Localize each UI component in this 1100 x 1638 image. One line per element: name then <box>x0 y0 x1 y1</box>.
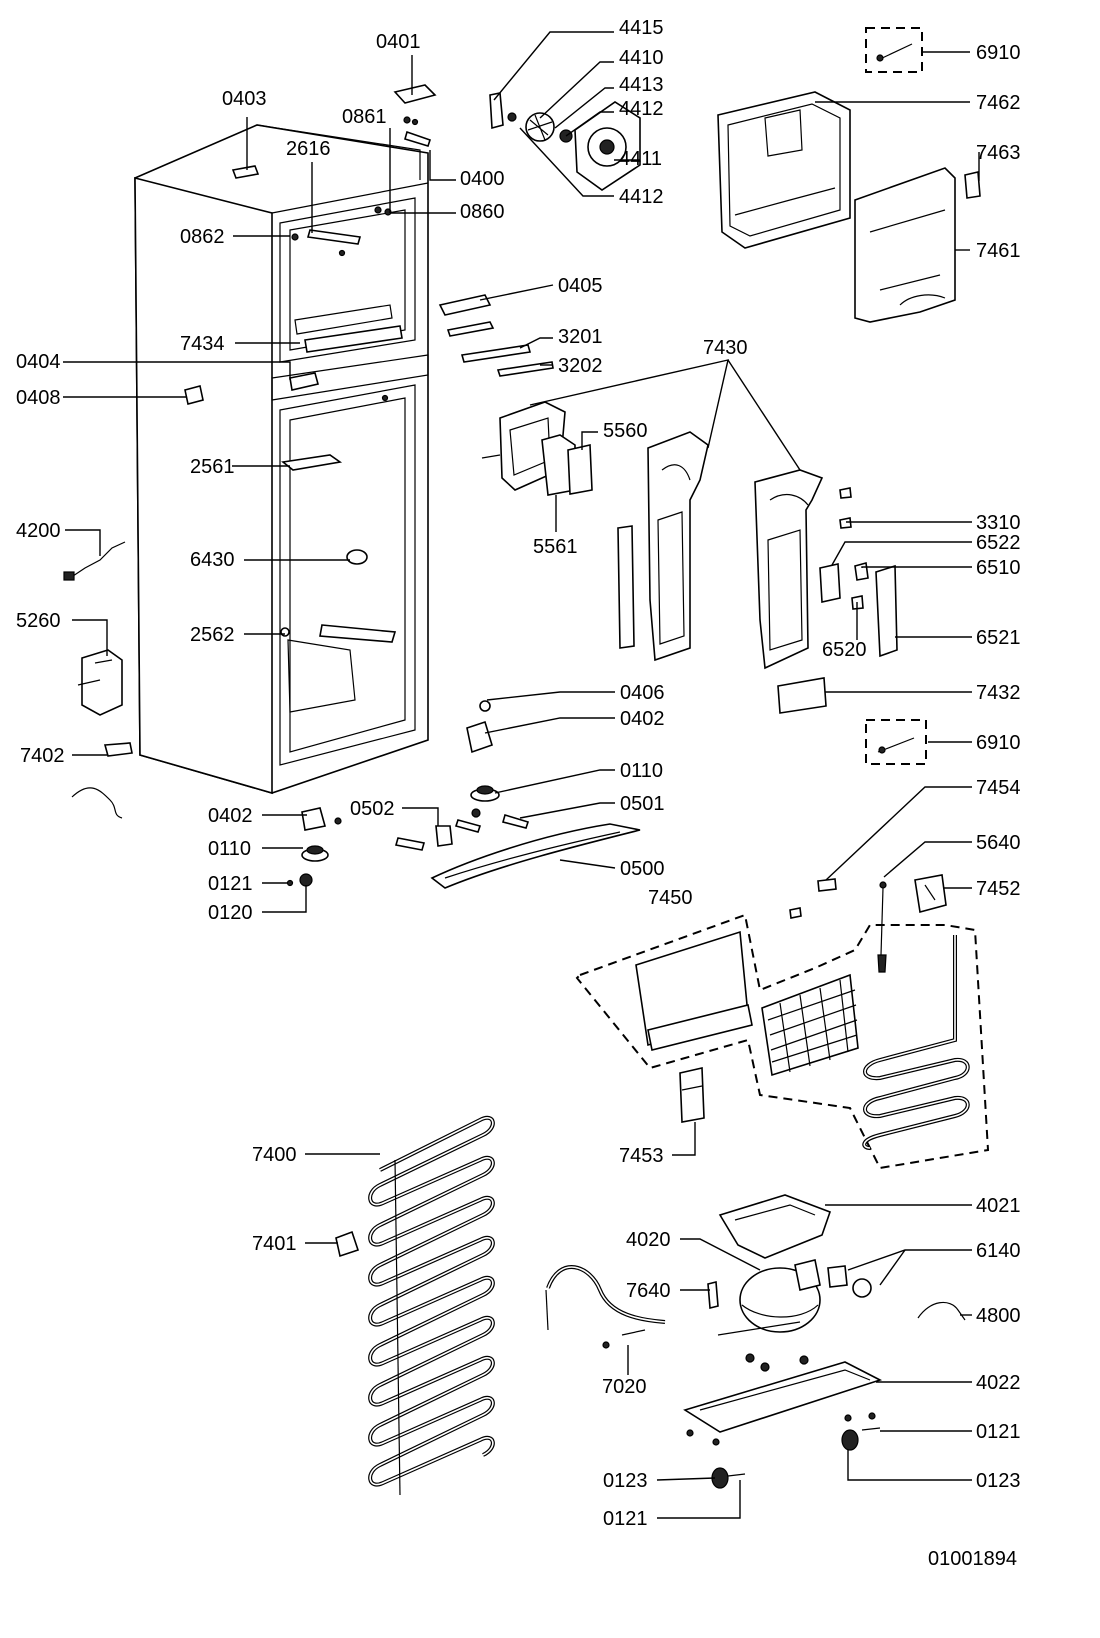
callout-7434: 7434 <box>180 333 225 355</box>
accessory-kit-boxes <box>865 27 927 765</box>
callout-7401: 7401 <box>252 1233 297 1255</box>
callout-0110-upper: 0110 <box>620 760 663 782</box>
callout-0123-left: 0123 <box>603 1470 648 1492</box>
callout-3202: 3202 <box>558 355 603 377</box>
callout-7020: 7020 <box>602 1376 647 1398</box>
callout-7432: 7432 <box>976 682 1021 704</box>
callout-0405: 0405 <box>558 275 603 297</box>
callout-4413: 4413 <box>619 74 664 96</box>
callout-7450: 7450 <box>648 887 693 909</box>
relay-box <box>77 649 123 716</box>
callout-4412-upper: 4412 <box>619 98 664 120</box>
callout-7463: 7463 <box>976 142 1021 164</box>
callout-2616: 2616 <box>286 138 331 160</box>
leader-lines <box>63 31 980 1519</box>
callout-7640: 7640 <box>626 1280 671 1302</box>
callout-6430: 6430 <box>190 549 235 571</box>
callout-4411: 4411 <box>619 148 662 170</box>
callout-4412-lower: 4412 <box>619 186 664 208</box>
callout-2561: 2561 <box>190 456 235 478</box>
drawing-number: 01001894 <box>928 1548 1017 1570</box>
callout-5260: 5260 <box>16 610 61 632</box>
callout-4020: 4020 <box>626 1229 671 1251</box>
callout-0500: 0500 <box>620 858 665 880</box>
callout-4415: 4415 <box>619 17 664 39</box>
callout-6910-lower: 6910 <box>976 732 1021 754</box>
defrost-parts <box>789 874 947 973</box>
evaporator-cover-panels <box>717 91 981 323</box>
callout-labels: 0401 0403 0861 2616 0400 0860 0862 4415 … <box>16 17 1021 1570</box>
callout-0402-lower: 0402 <box>208 805 253 827</box>
callout-2562: 2562 <box>190 624 235 646</box>
callout-5561: 5561 <box>533 536 578 558</box>
callout-0120: 0120 <box>208 902 253 924</box>
callout-3201: 3201 <box>558 326 603 348</box>
sensor-and-lamp-parts <box>777 487 898 714</box>
callout-0123-right: 0123 <box>976 1470 1021 1492</box>
compressor-area <box>545 1194 966 1489</box>
callout-4410: 4410 <box>619 47 664 69</box>
callout-0862: 0862 <box>180 226 225 248</box>
callout-5640: 5640 <box>976 832 1021 854</box>
callout-0121-right: 0121 <box>976 1421 1021 1443</box>
callout-4200: 4200 <box>16 520 61 542</box>
callout-4022: 4022 <box>976 1372 1021 1394</box>
callout-0501: 0501 <box>620 793 665 815</box>
callout-7430: 7430 <box>703 337 748 359</box>
control-module <box>679 1067 705 1123</box>
condenser-coil <box>335 1115 495 1496</box>
callout-0401: 0401 <box>376 31 421 53</box>
callout-6522: 6522 <box>976 532 1021 554</box>
callout-7402: 7402 <box>20 745 65 767</box>
cabinet-foot-and-cable <box>71 742 133 819</box>
callout-6140: 6140 <box>976 1240 1021 1262</box>
callout-6910-upper: 6910 <box>976 42 1021 64</box>
power-cord <box>63 541 126 581</box>
callout-0406: 0406 <box>620 682 665 704</box>
callout-3310: 3310 <box>976 512 1021 534</box>
callout-7454: 7454 <box>976 777 1021 799</box>
callout-0861: 0861 <box>342 106 387 128</box>
callout-0121-left: 0121 <box>208 873 253 895</box>
callout-4800: 4800 <box>976 1305 1021 1327</box>
callout-4021: 4021 <box>976 1195 1021 1217</box>
fan-assembly <box>489 92 641 191</box>
callout-0121-bottom: 0121 <box>603 1508 648 1530</box>
callout-0502: 0502 <box>350 798 395 820</box>
callout-0860: 0860 <box>460 201 505 223</box>
callout-6520: 6520 <box>822 639 867 661</box>
callout-7400: 7400 <box>252 1144 297 1166</box>
callout-7461: 7461 <box>976 240 1021 262</box>
evaporator-group <box>575 913 990 1170</box>
air-duct-assemblies <box>481 401 824 670</box>
callout-0404: 0404 <box>16 351 61 373</box>
fridge-cabinet <box>134 124 429 795</box>
callout-5560: 5560 <box>603 420 648 442</box>
callout-7452: 7452 <box>976 878 1021 900</box>
callout-6521: 6521 <box>976 627 1021 649</box>
callout-7453: 7453 <box>619 1145 664 1167</box>
callout-0110-lower: 0110 <box>208 838 251 860</box>
callout-0402-upper: 0402 <box>620 708 665 730</box>
callout-6510: 6510 <box>976 557 1021 579</box>
callout-7462: 7462 <box>976 92 1021 114</box>
callout-0408: 0408 <box>16 387 61 409</box>
roller-assemblies <box>286 700 641 889</box>
callout-0403: 0403 <box>222 88 267 110</box>
cabinet-hardware <box>184 84 437 643</box>
door-hinge-parts <box>438 294 554 377</box>
callout-0400: 0400 <box>460 168 505 190</box>
